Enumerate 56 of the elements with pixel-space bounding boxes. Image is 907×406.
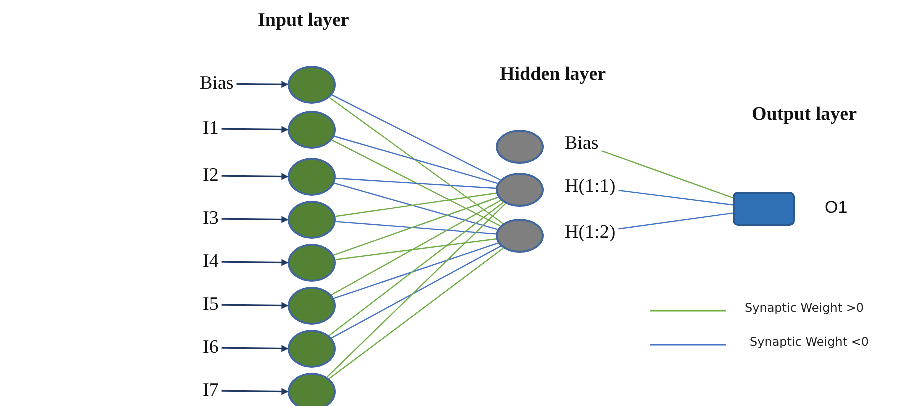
- arrow: [222, 173, 289, 180]
- connection-line: [336, 221, 496, 235]
- connection-line: [329, 97, 504, 224]
- arrow: [236, 81, 289, 88]
- neuron-circle: [496, 219, 544, 253]
- neuron-circle: [288, 66, 336, 104]
- legend-text: Synaptic Weight <0: [750, 335, 870, 349]
- node-label: I5: [203, 294, 219, 316]
- connection-line: [329, 248, 504, 380]
- connection-line: [618, 212, 734, 230]
- connection-line: [332, 140, 501, 227]
- layer-title: Input layer: [258, 10, 350, 32]
- arrow: [222, 126, 289, 134]
- legend-text: Synaptic Weight >0: [745, 301, 864, 315]
- neuron-circle: [288, 244, 336, 282]
- layer-title: Hidden layer: [500, 64, 606, 86]
- node-label: I1: [203, 118, 219, 140]
- neuron-circle: [496, 173, 544, 207]
- node-label: I2: [203, 165, 219, 187]
- connection-line: [336, 178, 496, 190]
- neuron-circle: [288, 158, 336, 196]
- neuron-circle: [496, 130, 544, 164]
- connection-line: [332, 246, 502, 339]
- neuron-circle: [288, 287, 336, 325]
- arrow: [222, 345, 289, 352]
- node-label: I3: [203, 208, 219, 230]
- output-label: O1: [825, 198, 848, 218]
- node-label: Bias: [200, 73, 234, 95]
- layer-title: Output layer: [752, 104, 858, 126]
- connection-line: [602, 150, 734, 198]
- node-label: H(1:2): [565, 222, 616, 244]
- arrow: [222, 388, 289, 396]
- neuron-circle: [288, 201, 336, 239]
- connection-line: [336, 238, 496, 260]
- connection-line: [336, 192, 497, 218]
- connection-line: [326, 203, 506, 378]
- node-label: I7: [203, 380, 219, 402]
- node-label: Bias: [565, 133, 599, 155]
- connection-line: [618, 190, 734, 206]
- arrow: [222, 259, 289, 266]
- neuron-circle: [288, 111, 336, 149]
- connection-line: [331, 200, 502, 296]
- connection-line: [334, 196, 499, 256]
- connection-line: [332, 94, 501, 181]
- node-label: H(1:1): [565, 176, 616, 198]
- connection-line: [334, 242, 498, 300]
- node-label: I6: [203, 337, 219, 359]
- connection-line: [328, 202, 504, 336]
- arrow: [222, 216, 289, 224]
- connection-line: [334, 136, 498, 184]
- connection-line: [334, 182, 498, 230]
- output-neuron-box: [733, 192, 795, 226]
- arrow: [222, 302, 289, 310]
- node-label: I4: [203, 251, 219, 273]
- neuron-circle: [288, 373, 336, 406]
- neuron-circle: [288, 330, 336, 368]
